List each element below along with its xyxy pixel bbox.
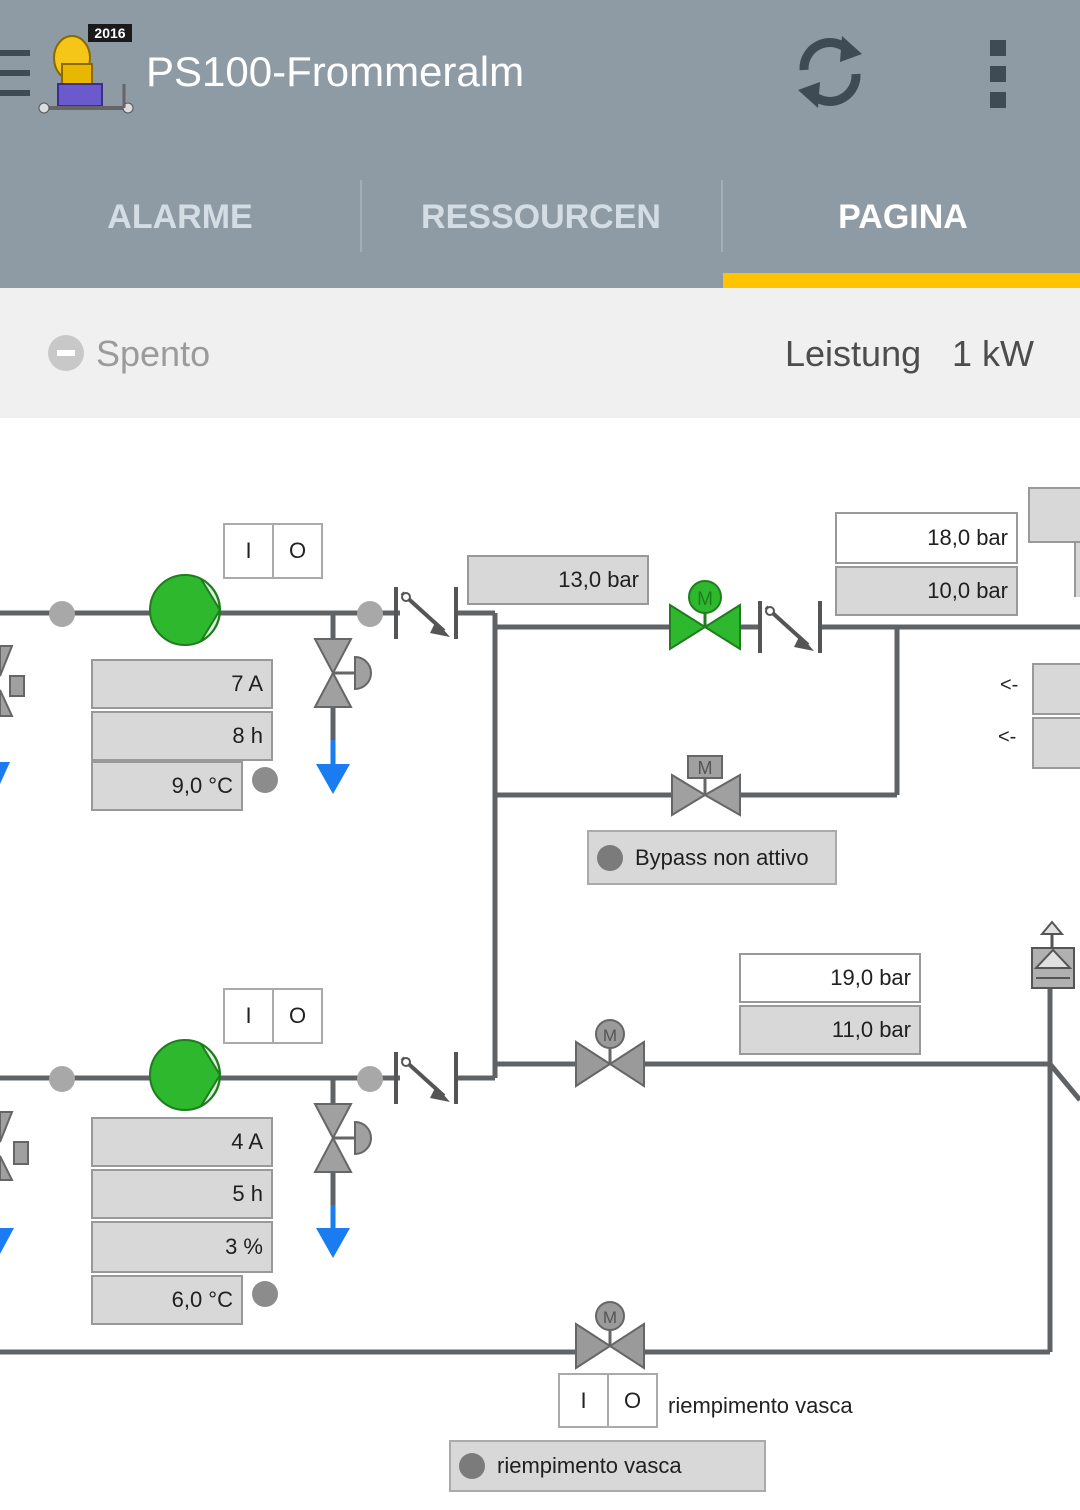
fill-status-lamp [459, 1453, 485, 1479]
fill-on-button[interactable]: I [580, 1387, 587, 1413]
app-title: PS100-Frommeralm [146, 48, 525, 95]
power-value: 1 kW [952, 333, 1035, 374]
pump2-temperature-lamp [252, 1281, 278, 1307]
menu-icon[interactable] [0, 50, 30, 96]
process-scheme: M [0, 574, 1080, 1370]
right-lower-pressure-setpoint[interactable]: 19,0 bar [739, 953, 921, 1003]
fill-status-label: riempimento vasca [497, 1453, 682, 1478]
fill-switch[interactable]: I O [558, 1373, 658, 1428]
right-edge-box [1028, 487, 1080, 543]
fill-status: riempimento vasca [449, 1440, 766, 1492]
pump1-hours: 8 h [91, 711, 273, 761]
tab-ressourcen[interactable]: RESSOURCEN [421, 198, 661, 236]
tab-divider [721, 180, 723, 252]
right-edge-box-lower [1074, 543, 1080, 597]
status-off-icon [48, 335, 84, 371]
bypass-status-label: Bypass non attivo [635, 844, 809, 870]
right-upper-pressure-actual: 10,0 bar [835, 566, 1018, 616]
pump2-on-button[interactable]: I [245, 1003, 252, 1028]
svg-text:M: M [698, 758, 713, 778]
app-bar [0, 0, 1080, 288]
pump2-percent: 3 % [91, 1221, 273, 1273]
pump1-on-button[interactable]: I [245, 538, 252, 563]
pump2-current: 4 A [91, 1117, 273, 1167]
pump1-temperature: 9,0 °C [91, 761, 243, 811]
arrow-indicator: <- [998, 726, 1017, 748]
logo-badge-year: 2016 [94, 25, 125, 41]
overflow-menu-icon[interactable] [978, 40, 1018, 112]
tab-pagina[interactable]: PAGINA [838, 198, 968, 236]
bypass-status-lamp [597, 844, 623, 871]
right-upper-pressure-setpoint[interactable]: 18,0 bar [835, 512, 1018, 564]
pump1-current: 7 A [91, 659, 273, 709]
right-edge-box [1032, 717, 1080, 769]
pump2-temperature: 6,0 °C [91, 1275, 243, 1325]
pump2-hours: 5 h [91, 1169, 273, 1219]
tab-alarme[interactable]: ALARME [107, 198, 253, 236]
pump1-temperature-lamp [252, 767, 278, 793]
svg-text:M: M [697, 589, 713, 610]
fill-off-button[interactable]: O [607, 1375, 656, 1426]
pump1-switch[interactable]: I O [223, 523, 323, 579]
bypass-status: Bypass non attivo [587, 830, 837, 885]
tab-active-indicator [723, 273, 1080, 288]
line-upper-pressure: 13,0 bar [467, 555, 649, 605]
refresh-icon[interactable] [790, 30, 870, 114]
arrow-indicator: <- [1000, 674, 1019, 696]
pump1-off-button[interactable]: O [272, 525, 321, 577]
status-bar [0, 288, 1080, 418]
right-edge-box [1032, 663, 1080, 715]
tab-divider [360, 180, 362, 252]
pump2-off-button[interactable]: O [272, 990, 321, 1042]
pump2-switch[interactable]: I O [223, 988, 323, 1044]
right-lower-pressure-actual: 11,0 bar [739, 1005, 921, 1055]
power-label: Leistung [785, 333, 922, 374]
status-state: Spento [96, 333, 211, 374]
fill-label: riempimento vasca [668, 1393, 853, 1418]
app-logo: 2016 [36, 24, 136, 120]
